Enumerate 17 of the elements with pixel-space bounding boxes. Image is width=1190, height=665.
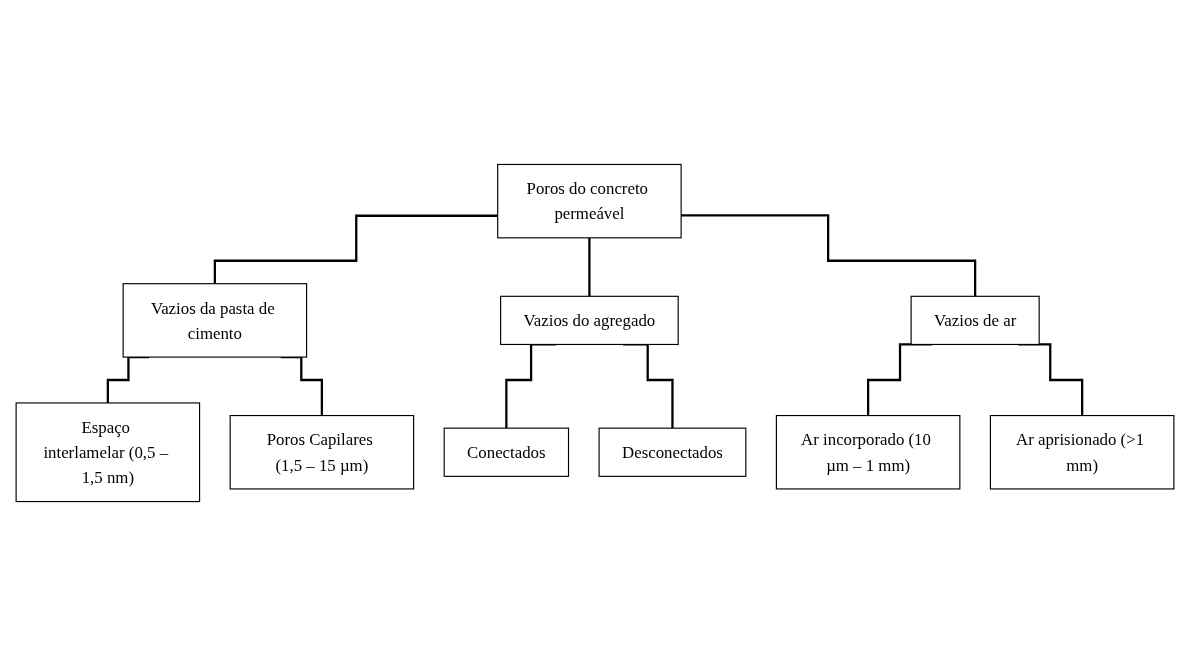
- connector: [866, 342, 932, 417]
- node-box: Poros Capilares (1,5 – 15 µm): [229, 414, 415, 489]
- connector: [505, 342, 556, 429]
- connector: [1018, 342, 1084, 417]
- node-box: Ar incorporado (10 µm – 1 mm): [775, 414, 961, 489]
- node-box: Conectados: [443, 427, 570, 477]
- node-box: Desconectados: [598, 427, 747, 477]
- node-box: Vazios da pasta de cimento: [122, 282, 308, 358]
- connector: [681, 213, 977, 297]
- connector: [622, 342, 674, 429]
- connector: [588, 236, 591, 297]
- node-box: Espaço interlamelar (0,5 – 1,5 nm): [15, 401, 201, 502]
- node-box: Poros do concreto permeável: [497, 163, 682, 238]
- connector: [213, 214, 498, 285]
- node-box: Vazios do agregado: [500, 295, 679, 345]
- node-box: Vazios de ar: [910, 295, 1040, 345]
- node-box: Ar aprisionado (>1 mm): [989, 414, 1175, 489]
